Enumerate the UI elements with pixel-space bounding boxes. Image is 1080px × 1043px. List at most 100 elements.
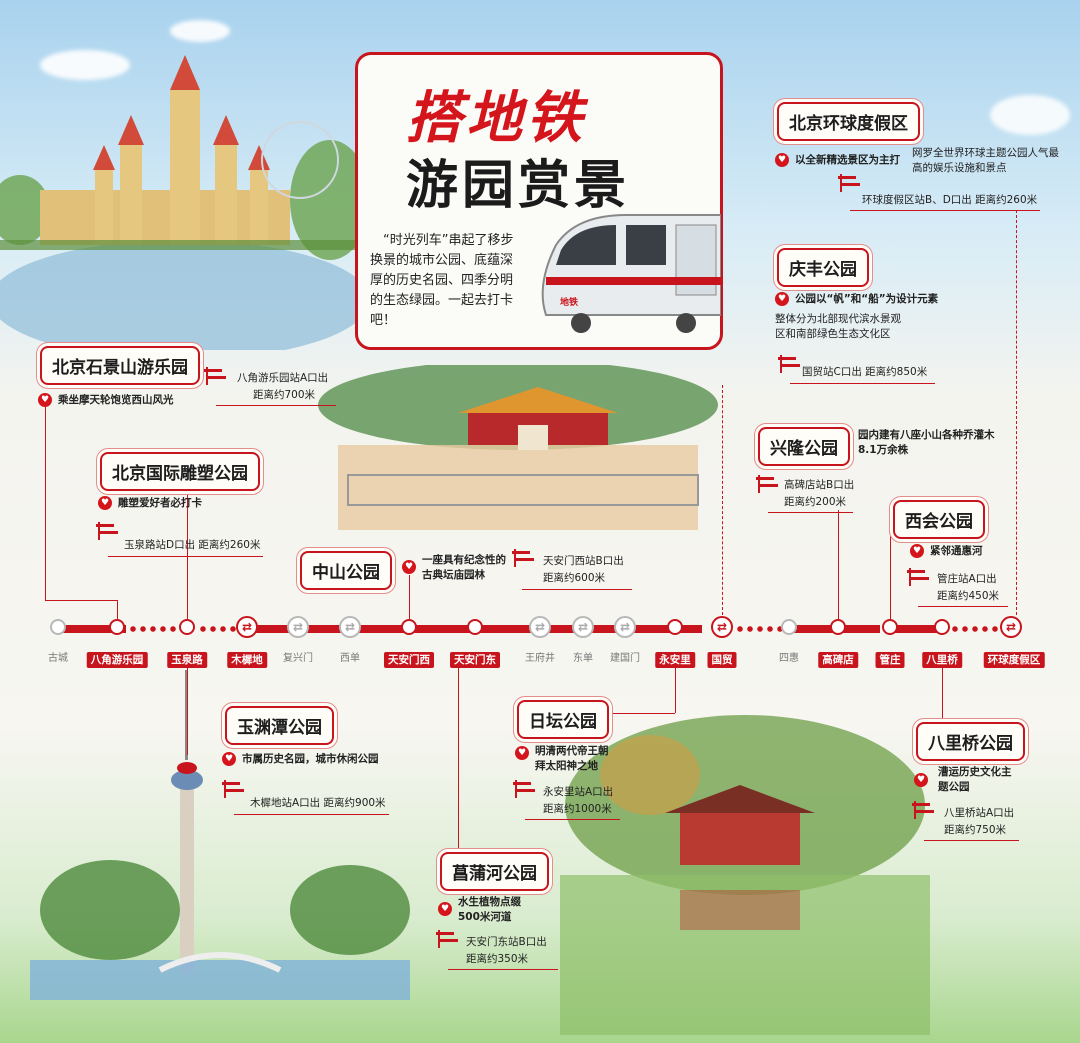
connector-line (117, 600, 118, 619)
station-name[interactable]: 玉泉路 (167, 652, 207, 668)
station-dot[interactable] (467, 619, 483, 635)
park-feature: 以全新精选景区为主打 (795, 154, 900, 166)
exit-info: 管庄站A口出 (937, 573, 997, 585)
connector-line (187, 485, 188, 619)
pavilion-illustration (560, 715, 930, 1035)
station-dot[interactable] (179, 619, 195, 635)
station-name[interactable]: 国贸 (707, 652, 737, 668)
station-dot[interactable] (109, 619, 125, 635)
metro-train-illustration (541, 214, 721, 333)
metro-line-dotted (198, 626, 240, 632)
station-name[interactable]: 天安门西 (384, 652, 434, 668)
station-dot[interactable] (401, 619, 417, 635)
station-dot[interactable] (50, 619, 66, 635)
connector-line (722, 385, 723, 615)
distance-info: 距离约450米 (937, 590, 1000, 602)
palace-illustration (318, 365, 718, 530)
station-dot[interactable] (934, 619, 950, 635)
connector-line (45, 400, 46, 600)
transfer-station-icon[interactable]: ⇄ (711, 616, 733, 638)
station-name[interactable]: 木樨地 (227, 652, 267, 668)
transfer-station-icon[interactable]: ⇄ (339, 616, 361, 638)
transfer-station-icon[interactable]: ⇄ (529, 616, 551, 638)
metro-line-segment (890, 625, 940, 633)
connector-line (409, 575, 410, 619)
exit-underline (216, 405, 336, 406)
distance-info: 距离约700米 (253, 389, 316, 401)
park-feature: 水生植物点缀500米河道 (458, 896, 521, 923)
exit-sign-icon (204, 367, 226, 385)
sky-cloud (170, 20, 230, 42)
transfer-station-icon[interactable]: ⇄ (614, 616, 636, 638)
distance-info: 距离约750米 (944, 824, 1007, 836)
park-label-yuyuantan[interactable]: 玉渊潭公园 (225, 706, 334, 745)
heart-icon: ♥ (515, 746, 529, 760)
park-label-universal[interactable]: 北京环球度假区 (777, 102, 920, 141)
station-name[interactable]: 复兴门 (283, 653, 313, 664)
distance-info: 距离约350米 (466, 953, 529, 965)
park-feature: 明清两代帝王朝拜太阳神之地 (535, 745, 609, 772)
exit-sign-icon (912, 801, 934, 819)
connector-line (838, 510, 839, 619)
station-name[interactable]: 建国门 (610, 653, 640, 664)
park-feature: 园内建有八座小山各种乔灌木8.1万余株 (858, 429, 995, 456)
transfer-station-icon[interactable]: ⇄ (572, 616, 594, 638)
station-name[interactable]: 八里桥 (922, 652, 962, 668)
heart-icon: ♥ (910, 544, 924, 558)
station-dot[interactable] (830, 619, 846, 635)
station-name[interactable]: 四惠 (779, 653, 799, 664)
station-dot[interactable] (882, 619, 898, 635)
exit-underline (448, 969, 558, 970)
exit-sign-icon (96, 522, 118, 540)
station-name[interactable]: 高碑店 (818, 652, 858, 668)
park-feature: 市属历史名园，城市休闲公园 (242, 753, 379, 765)
exit-info: 国贸站C口出 距离约850米 (802, 366, 928, 378)
exit-underline (525, 819, 620, 820)
station-name[interactable]: 古城 (48, 653, 68, 664)
park-feature: 乘坐摩天轮饱览西山风光 (58, 394, 174, 406)
exit-info: 八角游乐园站A口出 (237, 372, 329, 384)
station-name[interactable]: 永安里 (655, 652, 695, 668)
heart-icon: ♥ (38, 393, 52, 407)
train-badge: 地铁 (560, 298, 579, 308)
station-name[interactable]: 西单 (340, 653, 360, 664)
park-feature: 一座具有纪念性的古典坛庙园林 (422, 554, 506, 581)
park-label-ritan[interactable]: 日坛公园 (517, 700, 609, 739)
transfer-station-icon[interactable]: ⇄ (236, 616, 258, 638)
station-name[interactable]: 王府井 (525, 653, 555, 664)
exit-underline (522, 589, 632, 590)
exit-info: 天安门东站B口出 (466, 936, 547, 948)
station-name[interactable]: 天安门东 (450, 652, 500, 668)
transfer-station-icon[interactable]: ⇄ (287, 616, 309, 638)
exit-info: 玉泉路站D口出 距离约260米 (124, 539, 261, 551)
exit-underline (850, 210, 1040, 211)
station-dot[interactable] (781, 619, 797, 635)
station-name[interactable]: 环球度假区 (983, 652, 1045, 668)
station-name[interactable]: 管庄 (875, 652, 905, 668)
connector-line (675, 665, 676, 713)
distance-info: 距离约600米 (543, 572, 606, 584)
exit-sign-icon (838, 174, 860, 192)
distance-info: 距离约1000米 (543, 803, 612, 815)
exit-info: 环球度假区站B、D口出 距离约260米 (862, 194, 1038, 206)
exit-info: 高碑店站B口出 (784, 479, 855, 491)
park-label-sculpture[interactable]: 北京国际雕塑公园 (100, 452, 260, 491)
park-label-xinglong[interactable]: 兴隆公园 (758, 427, 850, 466)
heart-icon: ♥ (438, 902, 452, 916)
connector-line (942, 665, 943, 735)
park-label-shijingshan[interactable]: 北京石景山游乐园 (40, 346, 200, 385)
park-label-changpuhe[interactable]: 菖蒲河公园 (440, 852, 549, 891)
title-card: 搭地铁 游园赏景 “时光列车”串起了移步换景的城市公园、底蕴深厚的历史名园、四季… (355, 52, 723, 350)
park-label-xihui[interactable]: 西会公园 (893, 500, 985, 539)
park-label-qingfeng[interactable]: 庆丰公园 (777, 248, 869, 287)
exit-info: 天安门西站B口出 (543, 555, 624, 567)
park-label-baliqiao[interactable]: 八里桥公园 (916, 722, 1025, 761)
station-name[interactable]: 东单 (573, 653, 593, 664)
park-label-zhongshan[interactable]: 中山公园 (300, 551, 392, 590)
park-feature: 雕塑爱好者必打卡 (118, 497, 202, 509)
transfer-station-icon[interactable]: ⇄ (1000, 616, 1022, 638)
heart-icon: ♥ (775, 153, 789, 167)
park-feature: 公园以“帆”和“船”为设计元素 (795, 293, 939, 305)
station-dot[interactable] (667, 619, 683, 635)
station-name[interactable]: 八角游乐园 (86, 652, 148, 668)
